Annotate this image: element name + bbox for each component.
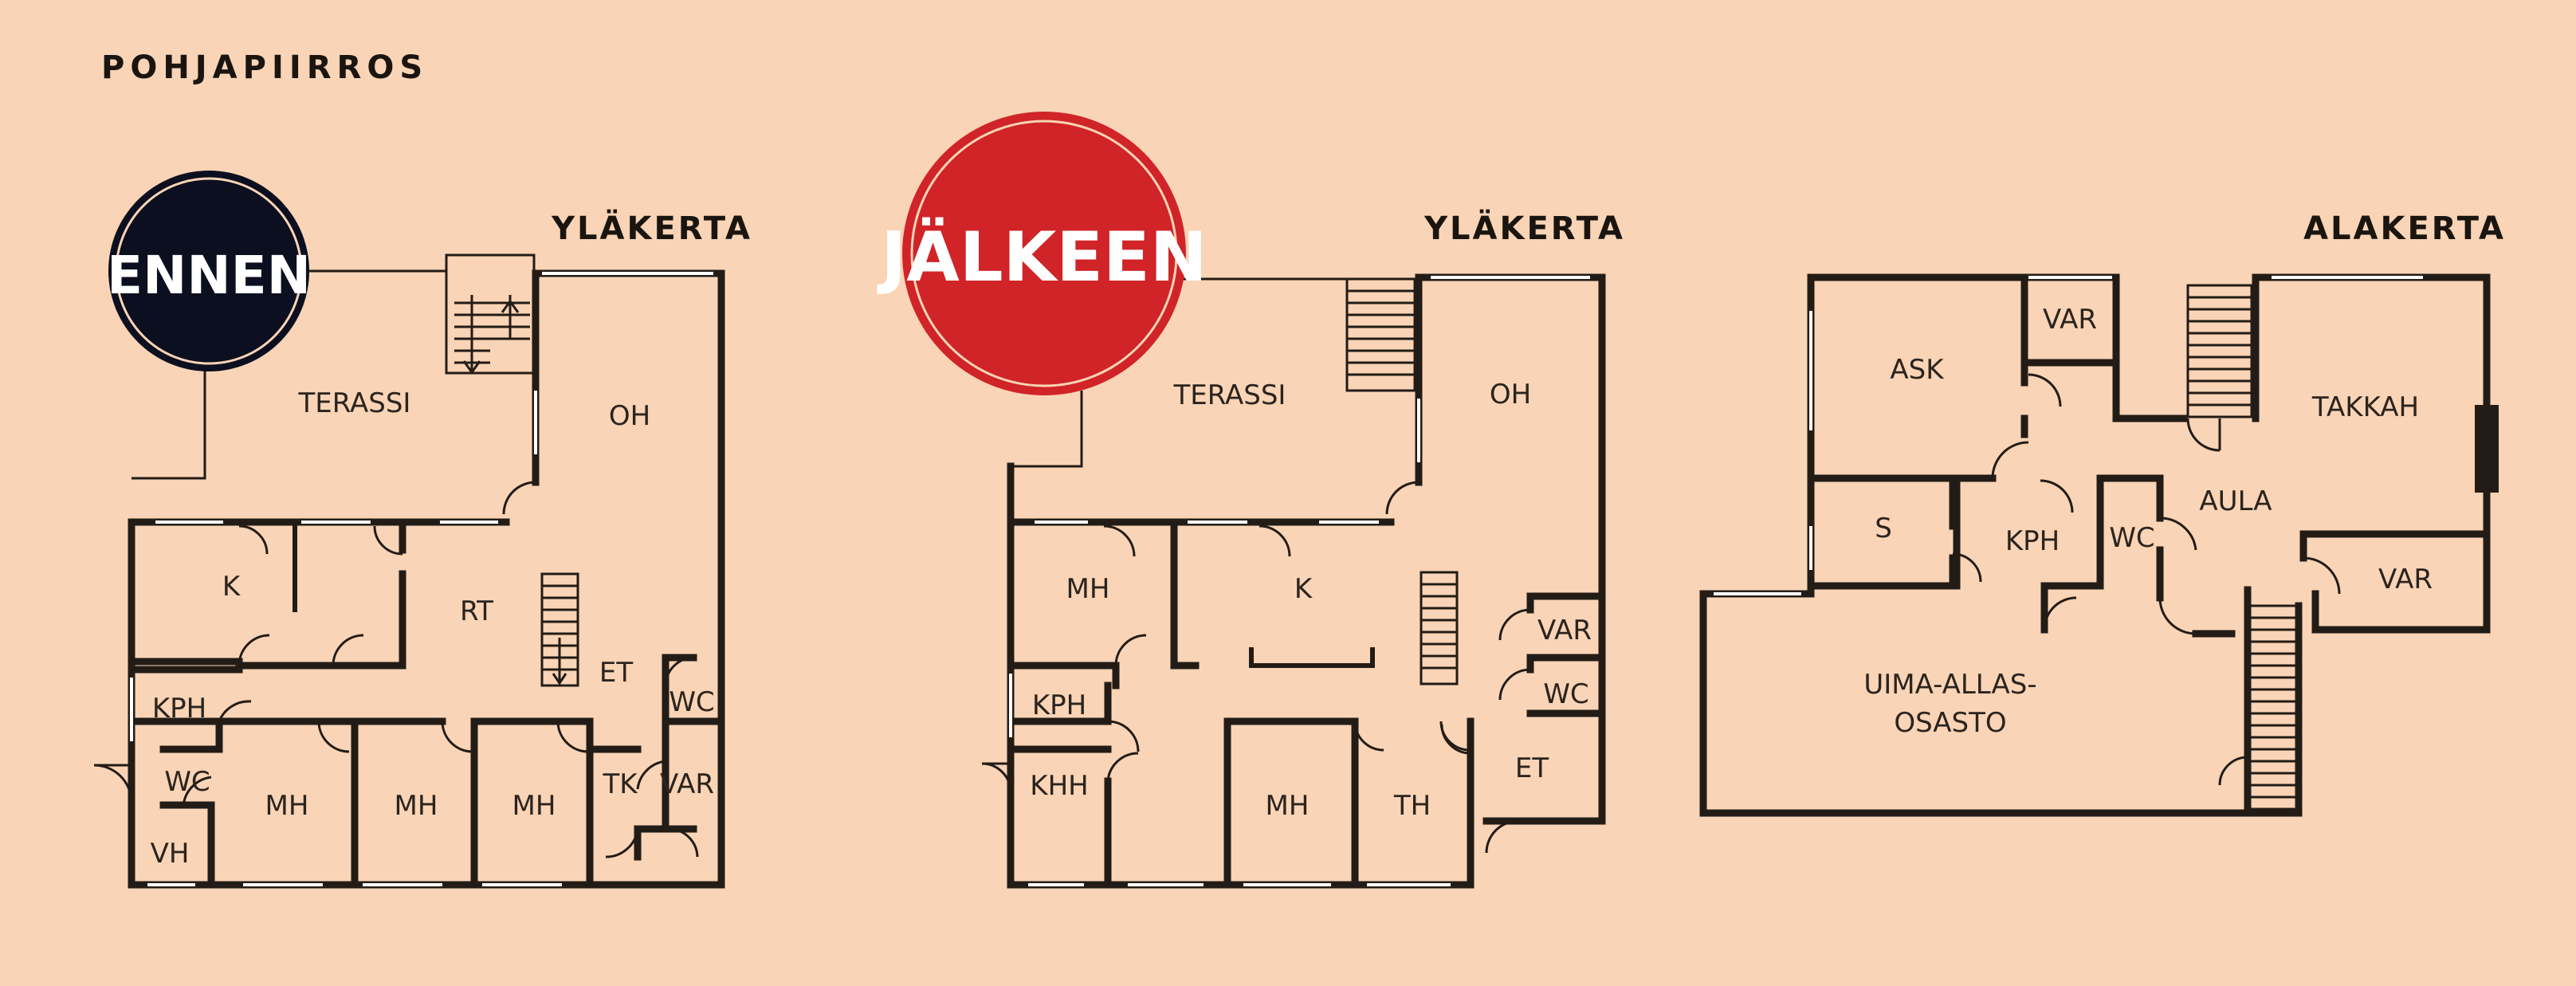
room-et: ET <box>1515 752 1549 784</box>
room-khh: KHH <box>1030 770 1088 802</box>
after-upper-plan: TERASSI OH MH K VAR WC KPH KHH MH TH ET … <box>877 112 1625 889</box>
before-plan: TERASSI OH K RT ET WC KPH WC MH MH MH TK… <box>93 171 752 889</box>
room-oh: OH <box>609 400 650 432</box>
room-k: K <box>222 571 242 603</box>
room-var: VAR <box>660 768 714 800</box>
room-kph: KPH <box>152 693 206 725</box>
room-tk: TK <box>602 768 638 800</box>
room-mh: MH <box>1066 573 1110 605</box>
room-takkah: TAKKAH <box>2311 391 2419 423</box>
room-vh: VH <box>151 838 190 870</box>
after-badge: JÄLKEEN <box>877 112 1208 395</box>
room-terassi: TERASSI <box>298 387 411 419</box>
room-k: K <box>1294 573 1314 605</box>
floor-label-upper: YLÄKERTA <box>1423 209 1625 247</box>
room-wc: WC <box>669 686 714 718</box>
room-uima-allas-line1: UIMA-ALLAS- <box>1863 669 2036 701</box>
room-var: VAR <box>2378 564 2433 595</box>
room-wc: WC <box>2109 522 2154 554</box>
room-th: TH <box>1393 790 1431 822</box>
room-mh: MH <box>395 790 438 822</box>
room-et: ET <box>599 657 633 689</box>
room-wc: WC <box>164 766 210 798</box>
room-var: VAR <box>1537 615 1592 646</box>
room-mh: MH <box>1266 790 1310 822</box>
page-title: POHJAPIIRROS <box>101 49 429 86</box>
room-terassi: TERASSI <box>1173 379 1286 411</box>
room-mh: MH <box>512 790 556 822</box>
room-s: S <box>1875 513 1892 544</box>
room-var: VAR <box>2043 304 2097 336</box>
room-oh: OH <box>1490 379 1531 411</box>
room-aula: AULA <box>2199 485 2272 517</box>
after-lower-plan: ASK VAR TAKKAH S KPH WC AULA VAR UIMA-AL… <box>1699 210 2506 817</box>
before-badge-label: ENNEN <box>107 245 311 306</box>
floor-label-upper: YLÄKERTA <box>551 209 752 247</box>
room-kph: KPH <box>1032 689 1086 721</box>
room-mh: MH <box>265 790 309 822</box>
after-badge-label: JÄLKEEN <box>877 218 1207 297</box>
before-badge: ENNEN <box>107 171 311 371</box>
room-ask: ASK <box>1890 354 1945 386</box>
room-kph: KPH <box>2005 525 2060 557</box>
room-wc: WC <box>1543 678 1588 710</box>
floor-label-lower: ALAKERTA <box>2303 210 2506 247</box>
room-uima-allas-line2: OSASTO <box>1894 707 2006 739</box>
room-rt: RT <box>460 595 493 627</box>
